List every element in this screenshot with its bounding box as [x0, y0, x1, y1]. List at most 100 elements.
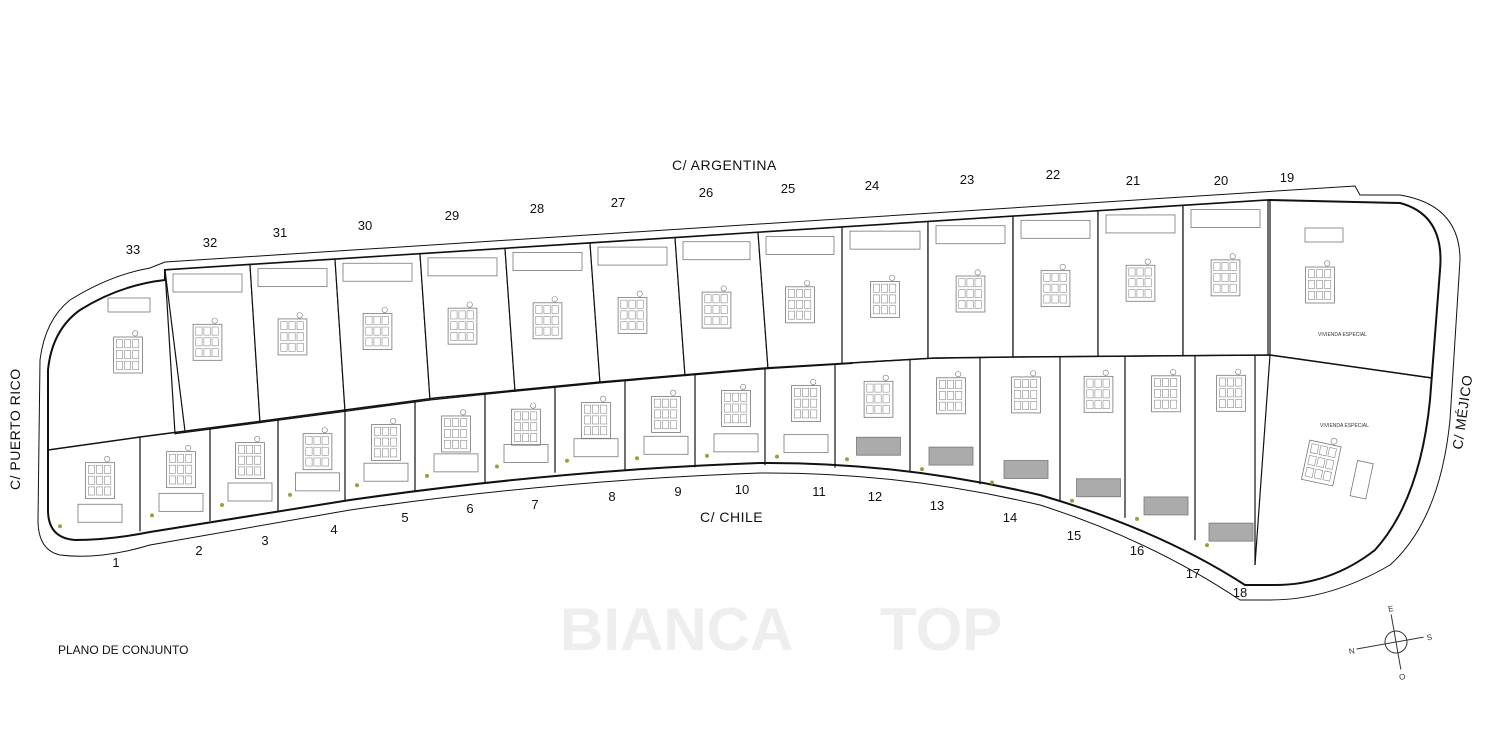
tree-icon	[705, 453, 709, 458]
patio	[928, 446, 974, 466]
pool	[765, 236, 835, 255]
tree-icon	[565, 458, 569, 463]
lot-front[interactable]	[150, 427, 211, 521]
lot-front[interactable]	[355, 400, 416, 492]
lot-front[interactable]	[990, 356, 1061, 501]
house-plan	[1125, 258, 1156, 302]
lot-special-19[interactable]	[1269, 200, 1433, 379]
patio	[433, 453, 479, 473]
lot-back[interactable]	[419, 247, 516, 401]
lot-back-33[interactable]	[107, 269, 186, 432]
lot-back[interactable]	[1097, 204, 1184, 357]
house-plan	[1210, 253, 1241, 297]
lot-number: 23	[960, 172, 974, 187]
house-plan	[441, 409, 471, 453]
lot-back[interactable]	[674, 231, 769, 377]
lot-number: 21	[1126, 173, 1140, 188]
lot-front[interactable]	[705, 368, 766, 466]
pool	[597, 246, 668, 266]
lot-back[interactable]	[334, 253, 431, 413]
lot-front[interactable]	[1205, 355, 1256, 565]
lot-back[interactable]	[1182, 199, 1269, 357]
compass-s: S	[1426, 633, 1433, 643]
lot-back[interactable]	[1012, 210, 1099, 358]
lot-front[interactable]	[425, 393, 486, 482]
house-plan	[1040, 264, 1071, 308]
lot-number: 28	[530, 201, 544, 216]
lot-front[interactable]	[1070, 356, 1126, 518]
lot-front[interactable]	[1135, 355, 1196, 541]
lot-front[interactable]	[845, 359, 911, 472]
house-plan	[371, 417, 401, 461]
house-plan	[113, 330, 143, 374]
patio	[643, 435, 689, 455]
compass-n: N	[1348, 646, 1355, 656]
lot-back[interactable]	[589, 237, 686, 384]
lot-back[interactable]	[841, 221, 929, 365]
lot-front[interactable]	[565, 379, 626, 470]
pool	[682, 241, 751, 261]
house-plan	[235, 436, 265, 480]
tree-icon	[1135, 516, 1139, 521]
lot-number: 4	[330, 522, 337, 537]
house-plan	[721, 383, 751, 427]
house-plan	[192, 317, 223, 361]
lot-number: 19	[1280, 170, 1294, 185]
house-plan	[581, 395, 611, 439]
lot-number: 2	[195, 543, 202, 558]
tree-icon	[495, 464, 499, 469]
tree-icon	[990, 480, 994, 485]
house-plan	[791, 378, 821, 422]
pool	[1190, 209, 1261, 228]
tree-icon	[1070, 498, 1074, 503]
pool	[1105, 214, 1176, 234]
house-plan	[511, 402, 541, 446]
lot-number: 14	[1003, 510, 1017, 525]
patio	[503, 444, 549, 463]
lot-back[interactable]	[504, 242, 601, 392]
tree-icon	[1205, 543, 1209, 548]
lot-front[interactable]	[635, 373, 696, 468]
compass: N E S O	[1348, 604, 1433, 682]
house-plan	[870, 274, 900, 318]
tree-icon	[920, 467, 924, 472]
tree-icon	[150, 513, 154, 518]
lot-back[interactable]	[164, 263, 261, 435]
lot-number: 9	[674, 484, 681, 499]
patio	[1076, 478, 1121, 498]
lot-number: 20	[1214, 173, 1228, 188]
inner-block-boundary	[47, 198, 1442, 586]
house-plan	[785, 280, 815, 324]
tree-icon	[775, 454, 779, 459]
pool	[172, 273, 243, 293]
pool	[1020, 219, 1091, 239]
pool	[342, 262, 413, 282]
street-south-label: C/ CHILE	[700, 509, 763, 525]
house-plan	[1300, 437, 1342, 487]
tree-icon	[288, 492, 292, 497]
house-plan	[277, 312, 308, 356]
house-plan	[955, 269, 986, 313]
lot-back[interactable]	[757, 226, 853, 370]
house-plan	[1216, 368, 1246, 412]
lot-number: 8	[608, 489, 615, 504]
lot-front[interactable]	[775, 363, 836, 468]
lot-number: 22	[1046, 167, 1060, 182]
house-plan	[863, 374, 894, 418]
lot-front[interactable]	[495, 386, 556, 473]
lot-front[interactable]	[220, 418, 279, 511]
lot-number: 7	[531, 497, 538, 512]
tree-icon	[58, 524, 62, 529]
compass-e: E	[1387, 604, 1394, 614]
patio	[227, 482, 273, 502]
lot-number: 17	[1186, 566, 1200, 581]
lot-front[interactable]	[288, 410, 346, 501]
lot-special-18b[interactable]	[1300, 433, 1377, 500]
lot-front[interactable]	[58, 437, 141, 532]
lot-back[interactable]	[927, 215, 1014, 360]
house-plan	[1151, 369, 1181, 413]
lot-front[interactable]	[920, 357, 981, 485]
lot-back[interactable]	[249, 258, 346, 424]
lot-number: 26	[699, 185, 713, 200]
lot-number: 31	[273, 225, 287, 240]
